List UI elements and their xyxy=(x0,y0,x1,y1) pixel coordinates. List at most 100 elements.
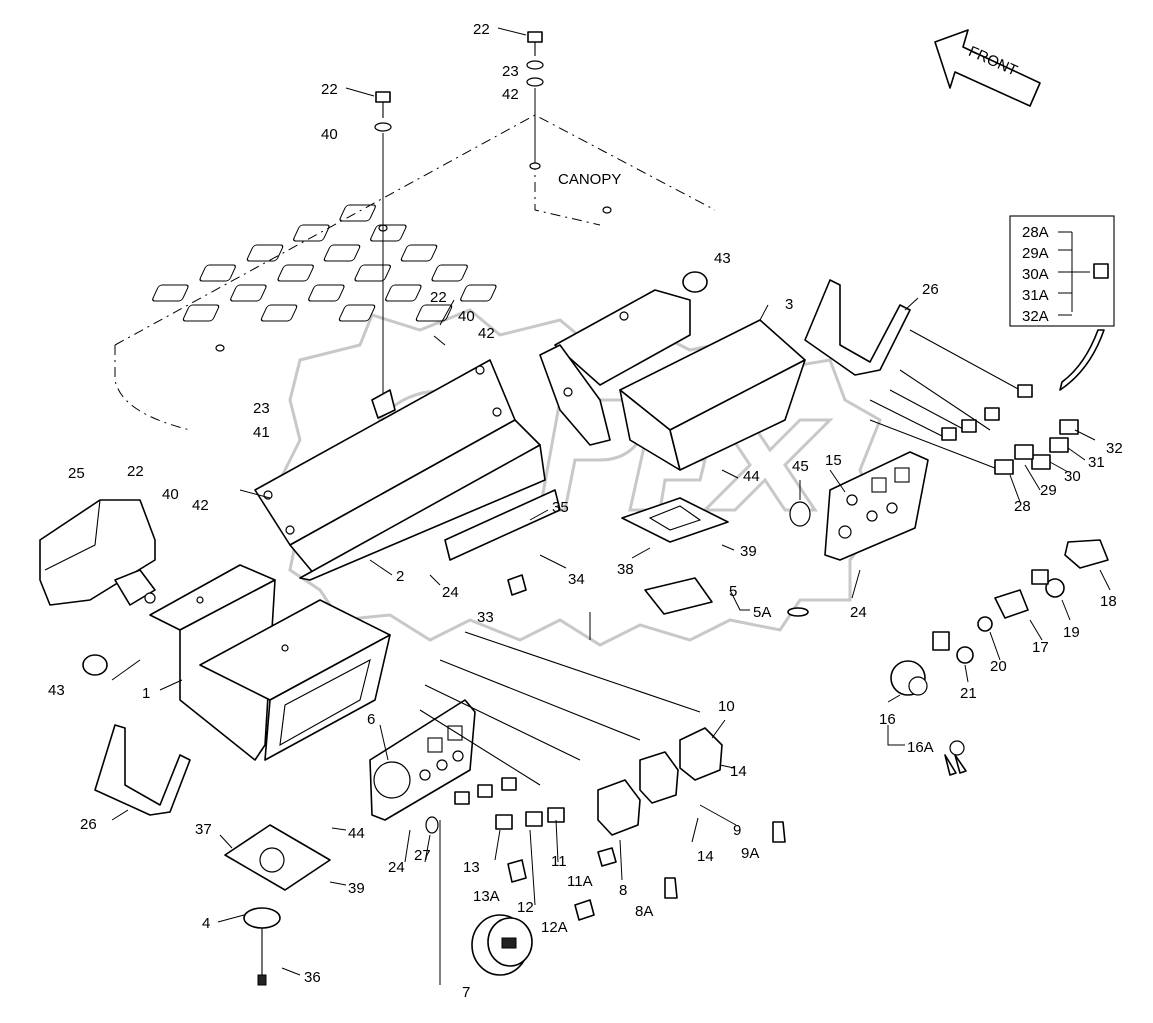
callout-1: 1 xyxy=(142,685,150,702)
callout-23: 23 xyxy=(502,63,519,80)
legend-32a: 32A xyxy=(1022,308,1049,325)
callout-14: 14 xyxy=(697,848,714,865)
callout-11: 11 xyxy=(551,853,567,870)
callout-44: 44 xyxy=(348,825,365,842)
callout-26: 26 xyxy=(80,816,97,833)
bulb-5a xyxy=(787,607,809,617)
callout-42: 42 xyxy=(478,325,495,342)
callout-14: 14 xyxy=(730,763,747,780)
switch-33 xyxy=(507,574,527,596)
callout-29: 29 xyxy=(1040,482,1057,499)
callout-7: 7 xyxy=(462,984,470,1001)
callout-45: 45 xyxy=(792,458,809,475)
callout-30: 30 xyxy=(1064,468,1081,485)
callout-13: 13 xyxy=(463,859,480,876)
callout-40: 40 xyxy=(162,486,179,503)
callout-4: 4 xyxy=(202,915,210,932)
switch-19 xyxy=(1031,569,1065,598)
canopy-vents xyxy=(152,204,497,322)
fastener-stack-top xyxy=(374,31,544,400)
callout-16: 16 xyxy=(879,711,896,728)
leader-lines xyxy=(111,27,1111,985)
grommet-45 xyxy=(789,501,811,527)
plate-37 xyxy=(224,824,331,891)
switch-panel-15 xyxy=(824,451,929,561)
front-arrow: FRONT xyxy=(934,29,1041,107)
bracket-2 xyxy=(254,359,546,581)
canopy-label: CANOPY xyxy=(558,171,621,188)
callout-12a: 12A xyxy=(541,919,568,936)
grommet-43-bottom xyxy=(82,654,108,676)
switch-20 xyxy=(977,616,993,632)
harness-28-32 xyxy=(869,329,1079,475)
instrument-panel-6 xyxy=(369,699,476,821)
callout-43: 43 xyxy=(714,250,731,267)
callout-40: 40 xyxy=(458,308,475,325)
bulb-9a xyxy=(772,821,786,843)
ignition-switch-16 xyxy=(890,660,928,696)
light-5 xyxy=(644,577,713,615)
relay-10 xyxy=(679,727,723,781)
callout-44: 44 xyxy=(743,468,760,485)
callout-23: 23 xyxy=(253,400,270,417)
callout-12: 12 xyxy=(517,899,534,916)
callout-25: 25 xyxy=(68,465,85,482)
callout-16a: 16A xyxy=(907,739,934,756)
connector-12a xyxy=(574,899,595,921)
mount-bracket-26-bottom xyxy=(94,724,191,816)
callout-42: 42 xyxy=(502,86,519,103)
callout-22: 22 xyxy=(321,81,338,98)
callout-31: 31 xyxy=(1088,454,1105,471)
connector-11a xyxy=(597,847,617,867)
callout-2: 2 xyxy=(396,568,404,585)
callout-10: 10 xyxy=(718,698,735,715)
connector-13a xyxy=(507,859,527,883)
callout-24: 24 xyxy=(388,859,405,876)
callout-37: 37 xyxy=(195,821,212,838)
callout-28: 28 xyxy=(1014,498,1031,515)
plate-38 xyxy=(621,497,729,543)
mount-bracket-26-top xyxy=(804,279,911,376)
sender-4 xyxy=(243,907,281,986)
callout-39: 39 xyxy=(740,543,757,560)
canopy-outline: CANOPY xyxy=(114,114,716,431)
callout-34: 34 xyxy=(568,571,585,588)
callout-labels: 22 23 42 22 40 22 40 42 23 41 22 40 42 2… xyxy=(48,21,1123,1001)
callout-39: 39 xyxy=(348,880,365,897)
legend-30a: 30A xyxy=(1022,266,1049,283)
callout-11a: 11A xyxy=(567,873,593,890)
callout-20: 20 xyxy=(990,658,1007,675)
callout-6: 6 xyxy=(367,711,375,728)
work-light-25 xyxy=(39,499,156,606)
callout-35: 35 xyxy=(552,499,569,516)
bulb-8a xyxy=(664,877,678,899)
legend-31a: 31A xyxy=(1022,287,1049,304)
callout-17: 17 xyxy=(1032,639,1049,656)
callout-42: 42 xyxy=(192,497,209,514)
bracket-3 xyxy=(539,289,806,471)
switch-18 xyxy=(1064,539,1109,569)
grommet-27 xyxy=(425,816,439,834)
callout-33: 33 xyxy=(477,609,494,626)
callout-32: 32 xyxy=(1106,440,1123,457)
legend-29a: 29A xyxy=(1022,245,1049,262)
callout-27: 27 xyxy=(414,847,431,864)
callout-24: 24 xyxy=(850,604,867,621)
bracket-1 xyxy=(149,564,391,761)
legend-28a: 28A xyxy=(1022,224,1049,241)
callout-5: 5 xyxy=(729,583,737,600)
callout-8a: 8A xyxy=(635,903,653,920)
key-16a xyxy=(944,740,967,776)
callout-19: 19 xyxy=(1063,624,1080,641)
bracket-34 xyxy=(444,489,561,561)
relay-8 xyxy=(597,779,641,836)
callout-41: 41 xyxy=(253,424,270,441)
relay-9 xyxy=(639,751,679,804)
callout-38: 38 xyxy=(617,561,634,578)
callout-24: 24 xyxy=(442,584,459,601)
grommet-43-top xyxy=(682,271,708,293)
callout-9a: 9A xyxy=(741,845,759,862)
callout-22: 22 xyxy=(473,21,490,38)
callout-8: 8 xyxy=(619,882,627,899)
gauge-7 xyxy=(471,914,533,976)
